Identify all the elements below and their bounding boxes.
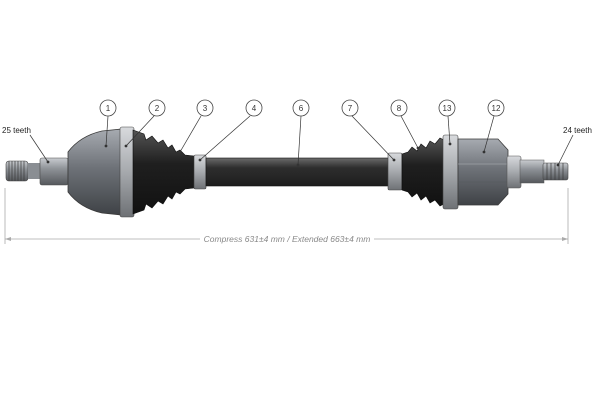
svg-text:3: 3 xyxy=(203,104,208,113)
right-teeth-label: 24 teeth xyxy=(563,126,592,135)
callout-2: 2 xyxy=(124,99,166,148)
callout-4: 4 xyxy=(198,99,263,162)
length-dimension-text: Compress 631±4 mm / Extended 663±4 mm xyxy=(204,234,371,244)
right-spline-stub xyxy=(506,155,569,189)
inner-boot xyxy=(401,137,445,207)
callout-1: 1 xyxy=(99,99,117,148)
svg-text:6: 6 xyxy=(299,104,304,113)
callout-12: 12 xyxy=(482,99,505,154)
left-teeth-leader xyxy=(29,134,49,163)
left-spline-stub xyxy=(5,157,69,186)
callout-7: 7 xyxy=(341,99,396,162)
svg-text:7: 7 xyxy=(348,104,353,113)
outer-clamp-ring xyxy=(119,126,135,218)
svg-text:1: 1 xyxy=(106,104,111,113)
inner-clamp-ring xyxy=(442,134,459,210)
left-teeth-label: 25 teeth xyxy=(2,126,31,135)
svg-text:12: 12 xyxy=(492,104,501,113)
callout-3: 3 xyxy=(178,99,214,154)
left-teeth-dot xyxy=(46,160,50,164)
outer-boot xyxy=(132,129,195,215)
inner-cv-joint-housing xyxy=(457,138,509,206)
svg-text:8: 8 xyxy=(397,104,402,113)
svg-text:13: 13 xyxy=(443,104,452,113)
svg-text:4: 4 xyxy=(252,104,257,113)
callout-6: 6 xyxy=(292,99,310,167)
length-dimension: Compress 631±4 mm / Extended 663±4 mm xyxy=(4,188,569,244)
inner-small-clamp xyxy=(387,152,403,191)
callout-13: 13 xyxy=(438,99,456,146)
outer-cv-joint-housing xyxy=(67,128,123,216)
callout-8: 8 xyxy=(390,99,420,150)
right-teeth-dot xyxy=(556,163,560,167)
right-teeth-leader xyxy=(557,134,574,166)
svg-text:2: 2 xyxy=(155,104,160,113)
